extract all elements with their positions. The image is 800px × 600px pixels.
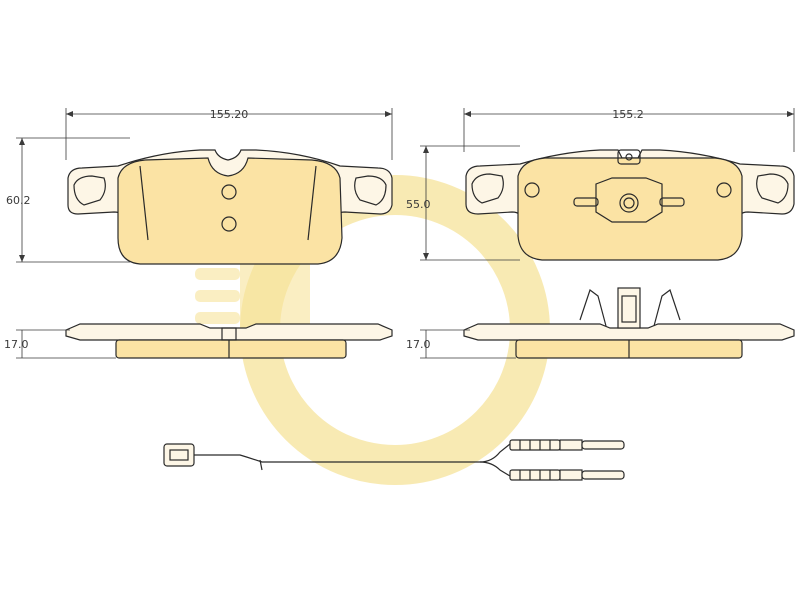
wear-sensor-clip <box>259 459 263 471</box>
rear-side-spring-left <box>579 289 607 327</box>
rear-pad-left-ear <box>471 173 504 204</box>
rear-side-backing-plate <box>463 323 795 341</box>
front-side-friction <box>115 339 347 359</box>
connector-lower-body <box>509 469 561 481</box>
rear-pad-clip-center-inner <box>623 197 635 209</box>
watermark-finger-2 <box>195 290 240 302</box>
wear-sensor-head-inner <box>169 449 189 461</box>
front-pad-hole-top <box>221 184 237 200</box>
rear-pad-side-view <box>463 287 795 359</box>
rear-thickness-label: 17.0 <box>406 338 431 351</box>
rear-height-label: 55.0 <box>406 198 431 211</box>
rear-side-clip-body <box>617 287 641 329</box>
rear-width-label: 155.2 <box>612 108 644 121</box>
watermark-finger-1 <box>195 268 240 280</box>
wear-sensor-head <box>163 443 195 467</box>
rear-height-dimension <box>420 145 520 261</box>
front-height-dimension <box>16 137 130 263</box>
rear-pad-clip-center <box>619 193 639 213</box>
rear-pad-face-view <box>465 149 795 261</box>
rear-pad-spring-clip <box>595 177 663 223</box>
front-side-backing-plate <box>65 323 393 341</box>
connector-upper-body <box>509 439 561 451</box>
rear-pad-hole-right <box>716 182 732 198</box>
connector-upper-housing <box>559 439 583 451</box>
front-pad-face-view <box>67 149 393 265</box>
front-pad-right-ear <box>354 175 387 206</box>
rear-side-spring-right <box>653 289 681 327</box>
front-pad-chamfer-left <box>139 165 149 241</box>
rear-width-dimension <box>463 108 795 152</box>
connector-upper-pin <box>581 440 625 450</box>
rear-pad-clip-arm-right <box>659 197 685 207</box>
front-pad-side-view <box>65 323 393 359</box>
front-pad-friction <box>117 157 343 265</box>
front-pad-chamfer-right <box>307 165 317 241</box>
front-thickness-dimension <box>16 329 116 359</box>
wear-sensor <box>163 439 625 481</box>
front-pad-hole-bottom <box>221 216 237 232</box>
rear-pad-right-ear <box>756 173 789 204</box>
rear-pad-hole-left <box>524 182 540 198</box>
front-width-label: 155.20 <box>210 108 249 121</box>
rear-side-clip-window <box>621 295 637 323</box>
wear-sensor-cable <box>194 443 511 463</box>
rear-pad-clip-arm-left <box>573 197 599 207</box>
rear-pad-tab-hole <box>625 153 633 161</box>
wear-sensor-cable-lower <box>479 461 511 477</box>
rear-thickness-dimension <box>420 329 516 359</box>
front-thickness-label: 17.0 <box>4 338 29 351</box>
front-height-label: 60.2 <box>6 194 31 207</box>
front-pad-left-ear <box>73 175 106 206</box>
connector-lower-housing <box>559 469 583 481</box>
front-width-dimension <box>65 108 393 160</box>
rear-pad-friction <box>517 157 743 261</box>
watermark-finger-3 <box>195 312 240 324</box>
rear-pad-tab <box>617 149 641 165</box>
connector-lower-pin <box>581 470 625 480</box>
